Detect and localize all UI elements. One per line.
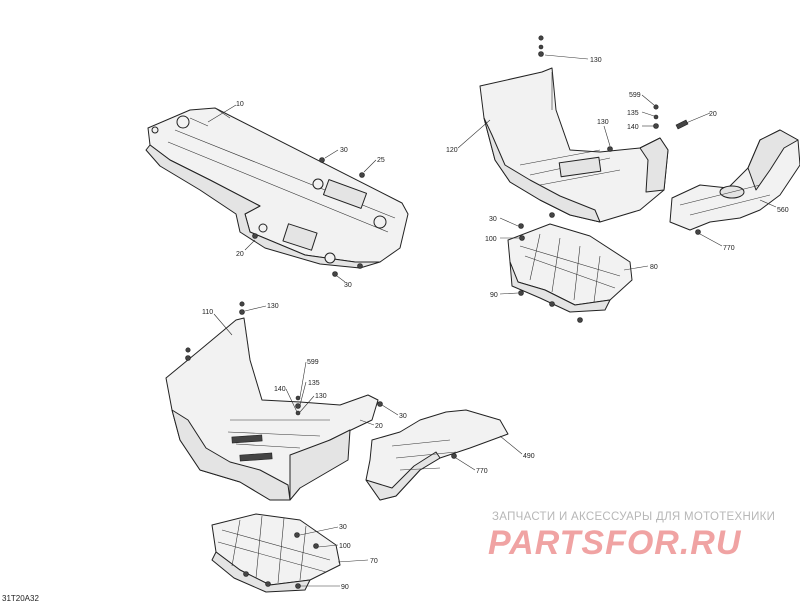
bolt-icon-770a <box>695 229 701 235</box>
callout-770: 770 <box>723 245 735 252</box>
fastener-icons-part-120 <box>538 35 689 152</box>
right-footrest-part-80[interactable] <box>507 223 633 313</box>
watermark-logo: PARTSFOR.RU <box>488 524 742 562</box>
callout-30: 30 <box>344 282 352 289</box>
callout-20: 20 <box>709 111 717 118</box>
callout-490: 490 <box>523 453 535 460</box>
fastener-icons-part-10 <box>252 157 365 277</box>
right-fender-part-560[interactable] <box>669 129 800 231</box>
callout-140: 140 <box>627 124 639 131</box>
fastener-icons-part-70 <box>243 532 319 589</box>
callout-110: 110 <box>202 309 213 316</box>
callout-10: 10 <box>236 101 244 108</box>
callout-130: 130 <box>597 119 609 126</box>
fastener-icons-part-80 <box>518 212 583 323</box>
leader-lines <box>207 54 777 587</box>
callout-80: 80 <box>650 264 658 271</box>
left-footrest-part-70[interactable] <box>211 513 341 593</box>
watermark-tagline: ЗАПЧАСТИ И АКСЕССУАРЫ ДЛЯ МОТОТЕХНИКИ <box>492 511 776 523</box>
callout-130: 130 <box>315 393 327 400</box>
callout-labels: 10 30 25 20 30 130 599 135 140 130 20 12… <box>202 57 789 591</box>
bolt-icon-770b <box>451 453 457 459</box>
callout-30: 30 <box>489 216 497 223</box>
callout-560: 560 <box>777 207 789 214</box>
callout-135: 135 <box>308 380 320 387</box>
callout-20: 20 <box>375 423 383 430</box>
callout-30: 30 <box>399 413 407 420</box>
callout-130: 130 <box>590 57 602 64</box>
callout-90: 90 <box>341 584 349 591</box>
callout-20: 20 <box>236 251 244 258</box>
callout-70: 70 <box>370 558 378 565</box>
callout-90: 90 <box>490 292 498 299</box>
callout-100: 100 <box>485 236 497 243</box>
left-fender-part-490[interactable] <box>365 409 509 501</box>
callout-599: 599 <box>629 92 641 99</box>
callout-120: 120 <box>446 147 458 154</box>
callout-30: 30 <box>339 524 347 531</box>
fastener-icons-part-110 <box>185 301 383 416</box>
callout-770: 770 <box>476 468 488 475</box>
callout-130: 130 <box>267 303 279 310</box>
callout-599: 599 <box>307 359 319 366</box>
callout-30: 30 <box>340 147 348 154</box>
left-footwell-part-110[interactable] <box>165 317 379 501</box>
floor-frame-part-10[interactable] <box>145 107 409 269</box>
callout-140: 140 <box>274 386 286 393</box>
callout-100: 100 <box>339 543 351 550</box>
callout-25: 25 <box>377 157 385 164</box>
callout-135: 135 <box>627 110 639 117</box>
diagram-reference-code: 31T20A32 <box>2 594 39 603</box>
right-footwell-part-120[interactable] <box>479 67 669 223</box>
